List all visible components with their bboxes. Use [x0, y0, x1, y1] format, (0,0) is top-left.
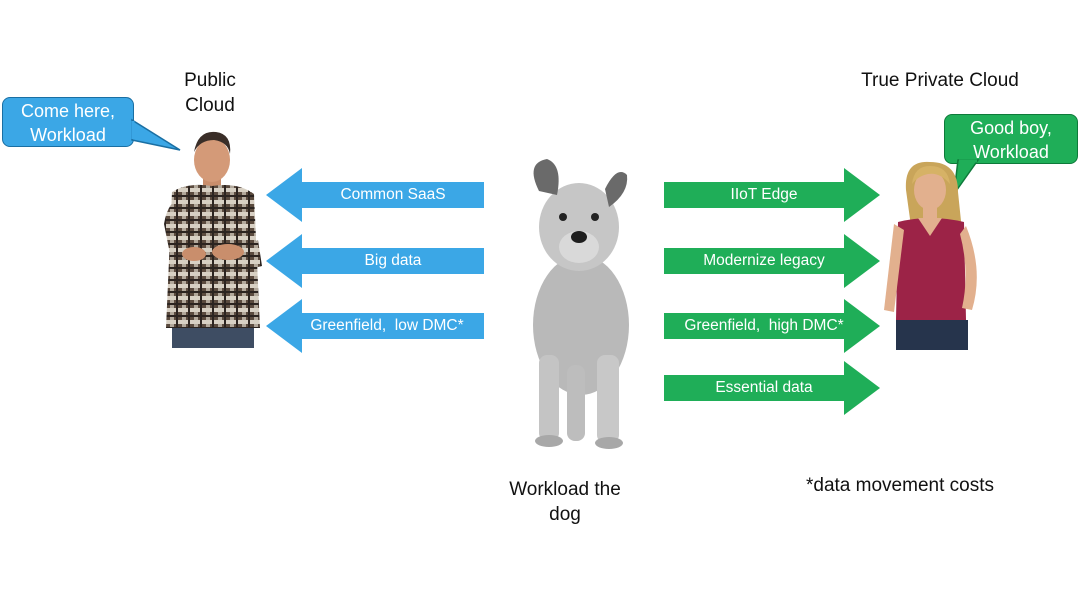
public-cloud-speech-bubble: Come here, Workload	[2, 97, 134, 147]
woman-figure	[884, 161, 977, 350]
public-arrow-big-data	[266, 234, 484, 288]
private-cloud-speech-bubble: Good boy, Workload	[944, 114, 1078, 164]
public-arrow-label-greenfield-low: Greenfield, low DMC*	[310, 317, 464, 334]
private-cloud-bubble-tail	[953, 159, 980, 195]
man-figure	[164, 131, 262, 348]
true-private-cloud-heading: True Private Cloud	[861, 70, 1019, 91]
private-arrow-greenfield-high	[664, 299, 880, 353]
private-cloud-speech-text: Good boy, Workload	[970, 118, 1052, 162]
public-arrow-label-big-data: Big data	[364, 252, 422, 269]
private-arrow-label-iiot-edge: IIoT Edge	[730, 186, 798, 203]
private-arrow-label-essential-data: Essential data	[715, 379, 813, 396]
public-cloud-speech-text: Come here, Workload	[20, 101, 116, 145]
public-arrow-greenfield-low	[266, 299, 484, 353]
public-cloud-heading: Public Cloud	[184, 70, 236, 116]
public-arrow-common-saas	[266, 168, 484, 222]
private-arrow-label-modernize-legacy: Modernize legacy	[703, 252, 825, 269]
public-arrow-label-common-saas: Common SaaS	[340, 186, 446, 203]
public-cloud-bubble-tail	[131, 118, 181, 151]
private-arrow-label-greenfield-high: Greenfield, high DMC*	[684, 317, 844, 334]
dog-caption: Workload the dog	[509, 479, 621, 525]
private-arrow-modernize-legacy	[664, 234, 880, 288]
dog-figure	[533, 159, 629, 449]
private-arrow-iiot-edge	[664, 168, 880, 222]
footnote: *data movement costs	[806, 475, 994, 496]
private-arrow-essential-data	[664, 361, 880, 415]
